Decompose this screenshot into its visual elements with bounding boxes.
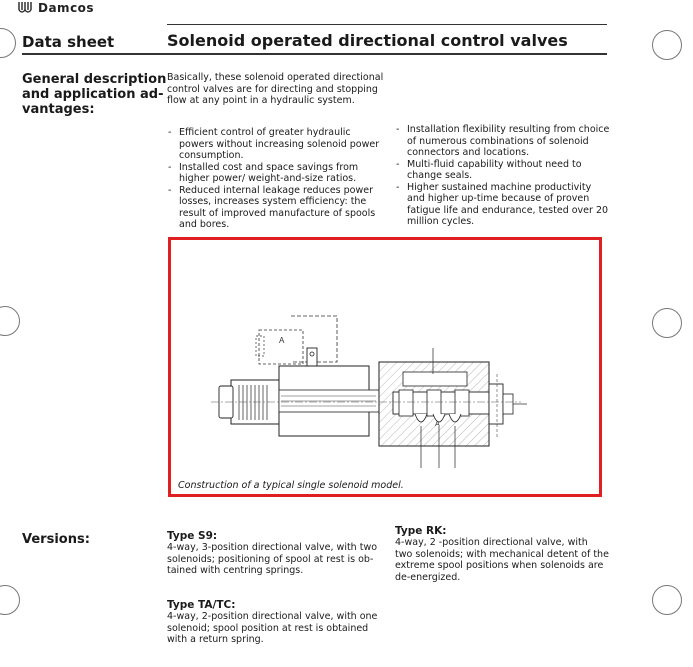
port-label: A <box>435 421 440 428</box>
binder-hole-top-right <box>652 30 682 60</box>
damcos-logo-icon <box>18 2 32 13</box>
list-item: Efficient control of greater hydraulic p… <box>167 127 387 162</box>
intro-line: control valves are for directing and sto… <box>167 83 378 95</box>
general-heading-line: and application ad- <box>22 87 164 102</box>
version-line: de-energized. <box>395 571 461 583</box>
version-line: solenoids; positioning of spool at rest … <box>167 553 374 565</box>
list-item: Higher sustained machine productivity an… <box>395 182 610 228</box>
binder-hole-bottom-right <box>652 585 682 615</box>
intro-line: flow at any point in a hydraulic system. <box>167 95 355 106</box>
binder-hole-middle-right <box>652 308 682 338</box>
version-line: solenoid; spool position at rest is obta… <box>167 622 369 634</box>
list-item: Installation flexibility resulting from … <box>395 124 610 159</box>
general-heading-line: General description <box>22 72 167 87</box>
version-line: tained with centring springs. <box>167 565 304 576</box>
intro-line: Basically, these solenoid operated direc… <box>167 72 384 83</box>
brand-name: Damcos <box>38 1 95 15</box>
general-intro: Basically, these solenoid operated direc… <box>167 72 397 107</box>
version-type-rk: Type RK: 4-way, 2 -position directional … <box>395 525 615 583</box>
list-item: Installed cost and space savings from hi… <box>167 162 387 185</box>
version-line: 4-way, 2 -position directional valve, wi… <box>395 537 588 548</box>
figure-frame: A <box>168 237 602 497</box>
version-line: extreme spool positions when solenoids a… <box>395 560 604 571</box>
general-heading-line: vantages: <box>22 102 95 117</box>
version-title: Type TA/TC: <box>167 599 236 611</box>
versions-heading: Versions: <box>22 532 90 547</box>
page-title: Solenoid operated directional control va… <box>167 31 568 50</box>
version-line: 4-way, 2-position directional valve, wit… <box>167 611 378 622</box>
advantages-list-left: Efficient control of greater hydraulic p… <box>167 127 387 231</box>
version-title: Type S9: <box>167 530 218 542</box>
header-rule-top <box>167 24 607 25</box>
binder-hole-bottom-left <box>0 585 20 615</box>
brand-logo: Damcos <box>18 0 94 15</box>
list-item: Multi-fluid capability without need to c… <box>395 159 610 182</box>
version-type-s9: Type S9: 4-way, 3-position directional v… <box>167 530 392 577</box>
version-line: two solenoids; with mechanical detent of… <box>395 548 609 560</box>
header-rule <box>22 53 607 55</box>
connector-label: A <box>279 336 285 345</box>
version-line: with a return spring. <box>167 634 264 645</box>
binder-hole-top-left <box>0 28 16 58</box>
figure-caption: Construction of a typical single solenoi… <box>178 480 404 491</box>
list-item: Reduced internal leakage reduces power l… <box>167 185 387 231</box>
sheet-label: Data sheet <box>22 33 115 51</box>
version-line: 4-way, 3-position directional valve, wit… <box>167 542 378 553</box>
version-title: Type RK: <box>395 525 447 537</box>
valve-cross-section-illustration: A <box>211 315 527 468</box>
version-type-ta-tc: Type TA/TC: 4-way, 2-position directiona… <box>167 599 392 646</box>
advantages-list-right: Installation flexibility resulting from … <box>395 124 610 228</box>
binder-hole-middle-left <box>0 306 20 336</box>
general-description-heading: General description and application ad- … <box>22 72 166 117</box>
